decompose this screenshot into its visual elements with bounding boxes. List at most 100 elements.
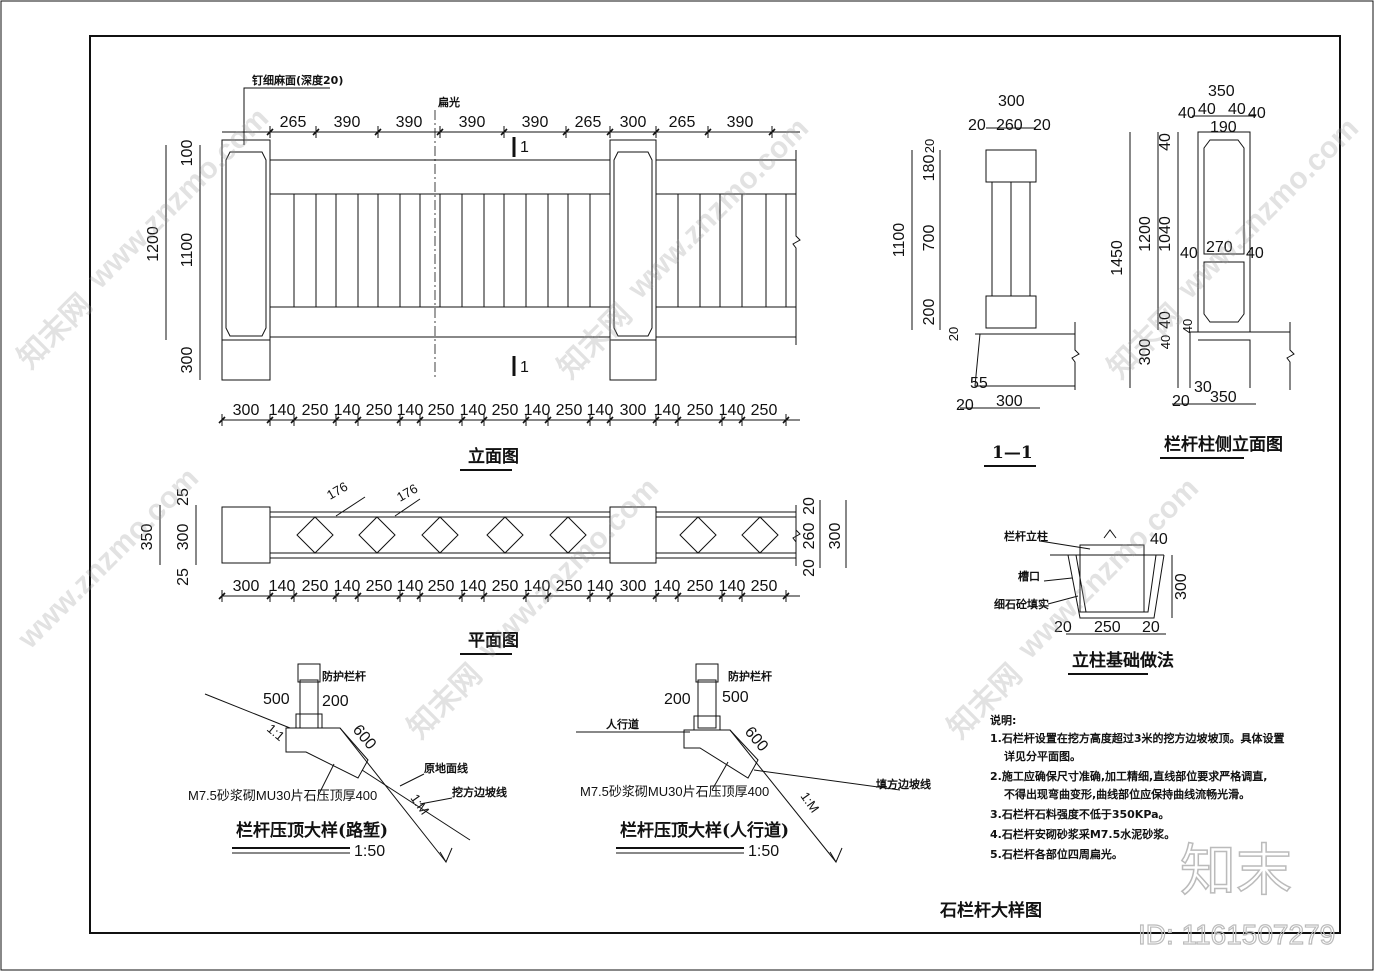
elev-top-dim-7: 265 [669, 114, 696, 131]
side-dim-40h: 40 [1158, 335, 1173, 349]
plan-bottom-dim-2: 250 [302, 578, 329, 595]
walk-label-masonry: M7.5砂浆砌MU30片石压顶厚400 [580, 784, 769, 799]
elev-dim-100: 100 [179, 140, 196, 167]
elev-dim-1100: 1100 [179, 233, 196, 268]
foundation-view: 40 300 20 250 20 栏杆立柱 槽口 细石砼填实 立柱基础做法 [994, 529, 1190, 675]
walk-dim-600: 600 [741, 724, 771, 755]
plan-bottom-dim-0: 300 [233, 578, 260, 595]
plan-bottom-dim-14: 250 [687, 578, 714, 595]
side-dim-40b: 40 [1198, 101, 1216, 118]
elev-top-dim-0: 265 [280, 114, 307, 131]
sec-dim-300: 300 [998, 93, 1025, 110]
section-mark-label-bottom: 1 [520, 359, 529, 376]
notes-heading: 说明: [990, 713, 1016, 727]
detail-walk-view: 200 500 600 防护栏杆 人行道 填方边坡线 M7.5砂浆砌MU30片石… [576, 663, 931, 864]
bottom-rail-right [655, 306, 797, 338]
elev-top-dim-6: 300 [620, 114, 647, 131]
note-2b: 不得出现弯曲变形,曲线部位应保持曲线流畅光滑。 [1004, 787, 1250, 801]
sec-dim-300b: 300 [996, 393, 1023, 410]
side-dim-40g: 40 [1180, 319, 1195, 333]
opening-8 [699, 193, 721, 308]
side-dim-1450: 1450 [1109, 240, 1126, 276]
watermark-url-5: www.znzmo.com [471, 472, 665, 666]
baluster-1 [335, 193, 359, 308]
watermark-url-6: www.znzmo.com [1011, 472, 1205, 666]
plan-diamond-3 [486, 516, 524, 554]
watermark-brand-3: 知末网 [1102, 298, 1189, 385]
post-middle [609, 139, 657, 381]
section-mark-label-top: 1 [520, 139, 529, 156]
road-label-ratio1: 1:1 [264, 721, 287, 744]
elev-dim-1200: 1200 [145, 226, 162, 262]
sheet-inner-border [89, 35, 1341, 934]
plan-post-middle [609, 506, 657, 564]
post-middle-panel [613, 151, 653, 337]
elev-top-dim-3: 390 [459, 114, 486, 131]
elev-bottom-dim-11: 140 [587, 402, 614, 419]
side-dim-40j: 40 [1246, 245, 1264, 262]
notes-block: 说明: 1.石栏杆设置在挖方高度超过3米的挖方边坡坡顶。具体设置 详见分平面图。… [990, 713, 1285, 861]
side-dim-20: 20 [1172, 393, 1190, 410]
side-dim-350: 350 [1208, 83, 1235, 100]
sec-dim-20a: 20 [968, 117, 986, 134]
plan-dim-r300: 300 [827, 523, 844, 550]
found-label-post: 栏杆立柱 [1004, 529, 1048, 543]
sec-dim-20b: 20 [1033, 117, 1051, 134]
note-3: 3.石栏杆石料强度不低于350KPa。 [990, 807, 1170, 821]
watermark-url-1: www.znzmo.com [81, 102, 275, 296]
baluster-8 [741, 193, 767, 308]
watermark-url-4: www.znzmo.com [11, 462, 205, 656]
side-dim-30: 30 [1194, 379, 1212, 396]
elev-bottom-dim-10: 250 [556, 402, 583, 419]
side-dim-40a: 40 [1178, 105, 1196, 122]
elev-bottom-dim-15: 140 [719, 402, 746, 419]
plan-dim-25b: 25 [175, 568, 192, 586]
opening-6 [589, 193, 611, 308]
sec-dim-20c: 20 [922, 139, 937, 153]
side-dim-270: 270 [1206, 239, 1233, 256]
plan-diamond-0 [296, 516, 334, 554]
elev-bottom-dim-9: 140 [524, 402, 551, 419]
road-dim-500: 500 [263, 691, 290, 708]
sheet-title: 石栏杆大样图 [939, 900, 1042, 921]
axis-label: 扁光 [438, 95, 460, 109]
plan-bottom-dim-4: 250 [366, 578, 393, 595]
walk-label-slope: 填方边坡线 [876, 777, 931, 791]
side-dim-40i: 40 [1180, 245, 1198, 262]
baluster-2 [377, 193, 401, 308]
elev-bottom-dim-1: 140 [269, 402, 296, 419]
found-label-fill: 细石砼填实 [994, 597, 1049, 611]
note-1b: 详见分平面图。 [1004, 749, 1081, 763]
found-dim-40: 40 [1150, 531, 1168, 548]
plan-dim-r20b: 20 [801, 559, 818, 577]
elev-top-dim-4: 390 [522, 114, 549, 131]
plan-dim-300: 300 [175, 524, 192, 551]
elev-bottom-dim-8: 250 [492, 402, 519, 419]
plan-dim-25a: 25 [175, 488, 192, 506]
road-label-masonry: M7.5砂浆砌MU30片石压顶厚400 [188, 788, 377, 803]
plan-bottom-dim-5: 140 [397, 578, 424, 595]
sec-dim-700: 700 [921, 225, 938, 252]
walk-caption: 栏杆压顶大样(人行道) [620, 820, 789, 841]
plan-bottom-dim-7: 140 [460, 578, 487, 595]
found-dim-20a: 20 [1054, 619, 1072, 636]
plan-bottom-dim-8: 250 [492, 578, 519, 595]
plan-bottom-dim-11: 140 [587, 578, 614, 595]
road-dim-600: 600 [349, 722, 379, 753]
plan-bottom-dim-15: 140 [719, 578, 746, 595]
elev-bottom-dim-7: 140 [460, 402, 487, 419]
baluster-5 [567, 193, 591, 308]
plan-bottom-dim-10: 250 [556, 578, 583, 595]
section-caption: 1—1 [992, 443, 1033, 463]
walk-dim-500: 500 [722, 689, 749, 706]
found-dim-20b: 20 [1142, 619, 1160, 636]
road-label-ground: 原地面线 [424, 761, 468, 775]
plan-diamond-6 [741, 516, 779, 554]
side-caption: 栏杆柱侧立面图 [1164, 434, 1283, 455]
watermark-id: ID: 1161507279 [1138, 919, 1335, 950]
plan-diamond-1 [358, 516, 396, 554]
watermark-brand-1: 知末网 [12, 288, 99, 375]
